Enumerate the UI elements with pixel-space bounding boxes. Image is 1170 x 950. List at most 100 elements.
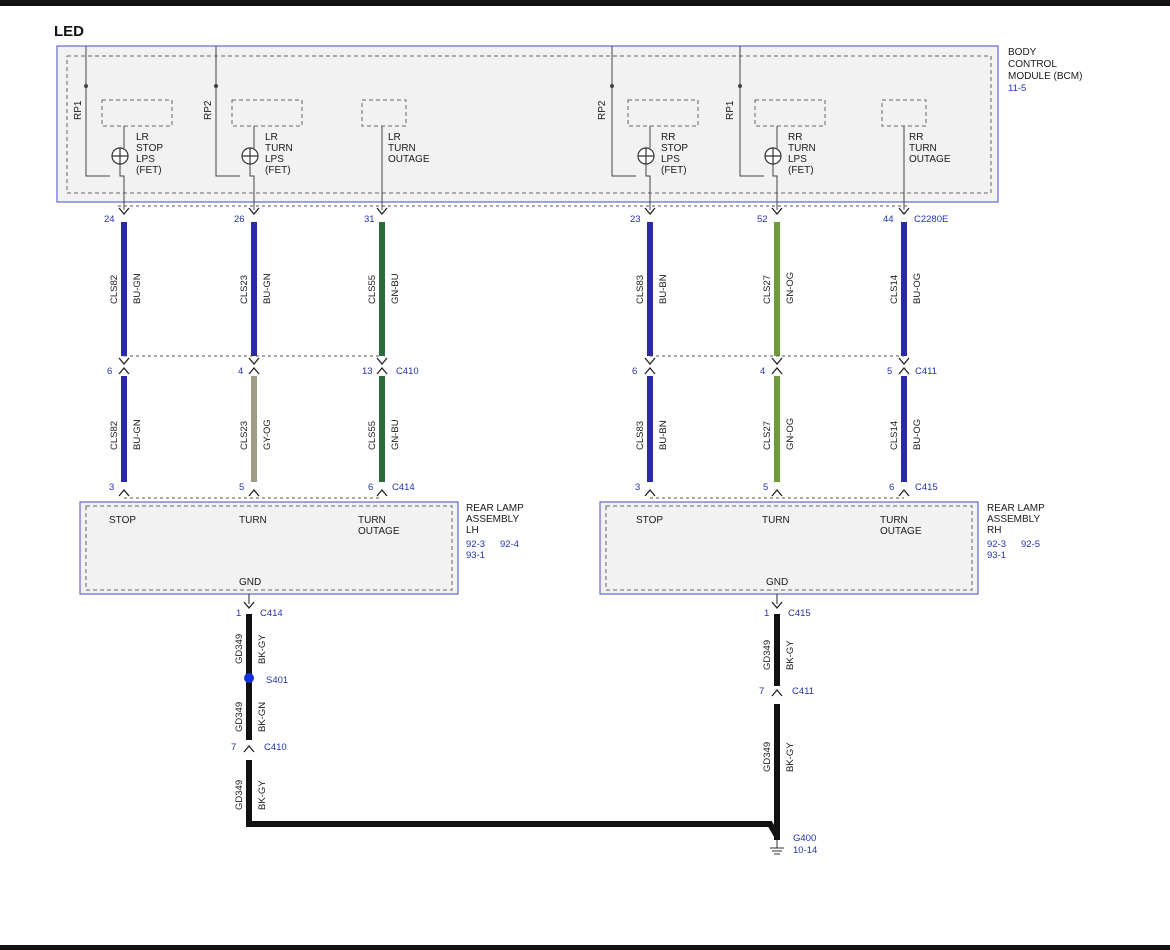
lamp-rh-gnd: GND	[766, 577, 788, 588]
lamp-rh-ref-3: 93-1	[987, 550, 1006, 561]
bcm-pin-arrows	[118, 207, 910, 216]
bcm-name-3: MODULE (BCM)	[1008, 71, 1082, 82]
inline-arrows	[118, 357, 910, 375]
lamp-lh-ref-2: 92-4	[500, 539, 519, 550]
svg-text:OUTAGE: OUTAGE	[388, 154, 430, 165]
svg-text:GN-BU: GN-BU	[390, 273, 401, 304]
svg-text:BU-OG: BU-OG	[912, 273, 923, 304]
lamp-lh-outage-2: OUTAGE	[358, 526, 400, 537]
ground-rh-arrows	[771, 601, 783, 697]
svg-text:(FET): (FET)	[788, 165, 814, 176]
svg-text:GN-BU: GN-BU	[390, 419, 401, 450]
lamp-rh-name-1: REAR LAMP	[987, 503, 1045, 514]
svg-text:6: 6	[889, 482, 894, 493]
svg-text:STOP: STOP	[136, 143, 163, 154]
lamp-rh-outage-2: OUTAGE	[880, 526, 922, 537]
svg-text:23: 23	[630, 214, 641, 225]
c415-id-top: C415	[915, 482, 938, 493]
svg-text:GD349: GD349	[762, 640, 773, 670]
svg-text:LR: LR	[265, 132, 278, 143]
lamp-lh-gnd: GND	[239, 577, 261, 588]
ground-rh-pin2: 7	[759, 686, 764, 697]
svg-text:4: 4	[760, 366, 765, 377]
rail-label-4: RP1	[725, 100, 736, 120]
svg-text:CLS83: CLS83	[635, 421, 646, 450]
fet-symbols	[111, 147, 782, 165]
svg-text:24: 24	[104, 214, 115, 225]
svg-text:LPS: LPS	[788, 154, 807, 165]
svg-text:BK-GY: BK-GY	[785, 640, 796, 670]
upper-wires	[121, 222, 907, 356]
lamp-lh-ref-3: 93-1	[466, 550, 485, 561]
svg-text:RR: RR	[909, 132, 923, 143]
splice-s401-label: S401	[266, 675, 288, 686]
svg-text:CLS27: CLS27	[762, 421, 773, 450]
ground-symbol-icon	[770, 840, 784, 855]
lamp-lh-name-3: LH	[466, 525, 479, 536]
lamp-lh-name-2: ASSEMBLY	[466, 514, 519, 525]
lamp-pin-labels: 3 5 6 C414 3 5 6 C415	[109, 482, 938, 493]
lamp-pin-arrows	[118, 488, 910, 497]
lamp-rh-turn: TURN	[762, 515, 790, 526]
svg-text:RR: RR	[661, 132, 675, 143]
svg-text:RR: RR	[788, 132, 802, 143]
svg-text:CLS55: CLS55	[367, 275, 378, 304]
ground-point-ref: 10-14	[793, 845, 817, 856]
bcm-name-2: CONTROL	[1008, 59, 1057, 70]
bcm-box	[56, 45, 999, 203]
svg-text:CLS14: CLS14	[889, 421, 900, 450]
svg-text:BU-BN: BU-BN	[658, 420, 669, 450]
svg-text:(FET): (FET)	[661, 165, 687, 176]
ground-lh-pin1: 1	[236, 608, 241, 619]
diagram-title: LED	[54, 23, 84, 40]
lamp-rh-stop: STOP	[636, 515, 663, 526]
svg-text:LR: LR	[388, 132, 401, 143]
ground-lh-wire-lower	[246, 760, 780, 838]
svg-text:BU-BN: BU-BN	[658, 274, 669, 304]
lower-wires	[121, 376, 907, 482]
lamp-rh-outage-1: TURN	[880, 515, 908, 526]
c410-id: C410	[396, 366, 419, 377]
svg-text:GD349: GD349	[234, 634, 245, 664]
rail-label-1: RP1	[73, 100, 84, 120]
bottom-frame-bar	[0, 945, 1170, 950]
svg-text:(FET): (FET)	[265, 165, 291, 176]
svg-text:5: 5	[239, 482, 244, 493]
svg-text:5: 5	[763, 482, 768, 493]
lamp-rh-box	[599, 501, 979, 595]
svg-text:CLS82: CLS82	[109, 421, 120, 450]
ground-lh-conn2: C410	[264, 742, 287, 753]
svg-text:TURN: TURN	[388, 143, 416, 154]
rail-label-3: RP2	[597, 100, 608, 120]
top-frame-bar	[0, 0, 1170, 6]
svg-text:13: 13	[362, 366, 373, 377]
svg-text:5: 5	[887, 366, 892, 377]
svg-text:GY-OG: GY-OG	[262, 419, 273, 450]
rail-label-2: RP2	[203, 100, 214, 120]
bcm-ref: 11-5	[1008, 83, 1026, 94]
c411-id: C411	[915, 366, 937, 377]
ground-lh-pin2: 7	[231, 742, 236, 753]
svg-text:TURN: TURN	[265, 143, 293, 154]
svg-text:3: 3	[635, 482, 640, 493]
bcm-inner-dashed	[66, 55, 992, 194]
svg-text:26: 26	[234, 214, 245, 225]
svg-text:CLS23: CLS23	[239, 421, 250, 450]
bcm-pins: 24 26 31 23 52 44 C2280E	[104, 214, 948, 225]
svg-text:BK-GN: BK-GN	[257, 702, 268, 732]
svg-text:BK-GY: BK-GY	[257, 780, 268, 810]
lamp-rh-ref-1: 92-3	[987, 539, 1006, 550]
svg-text:44: 44	[883, 214, 894, 225]
ground-lh-arrows	[243, 601, 255, 753]
svg-text:BU-GN: BU-GN	[262, 273, 273, 304]
svg-text:OUTAGE: OUTAGE	[909, 154, 951, 165]
svg-text:CLS82: CLS82	[109, 275, 120, 304]
upper-wire-labels: CLS82 BU-GN CLS23 BU-GN CLS55 GN-BU CLS8…	[109, 272, 923, 304]
svg-text:LPS: LPS	[136, 154, 155, 165]
svg-text:BU-OG: BU-OG	[912, 419, 923, 450]
svg-text:BK-GY: BK-GY	[785, 742, 796, 772]
lamp-lh-turn: TURN	[239, 515, 267, 526]
lamp-rh-name-2: ASSEMBLY	[987, 514, 1040, 525]
svg-text:CLS14: CLS14	[889, 275, 900, 304]
